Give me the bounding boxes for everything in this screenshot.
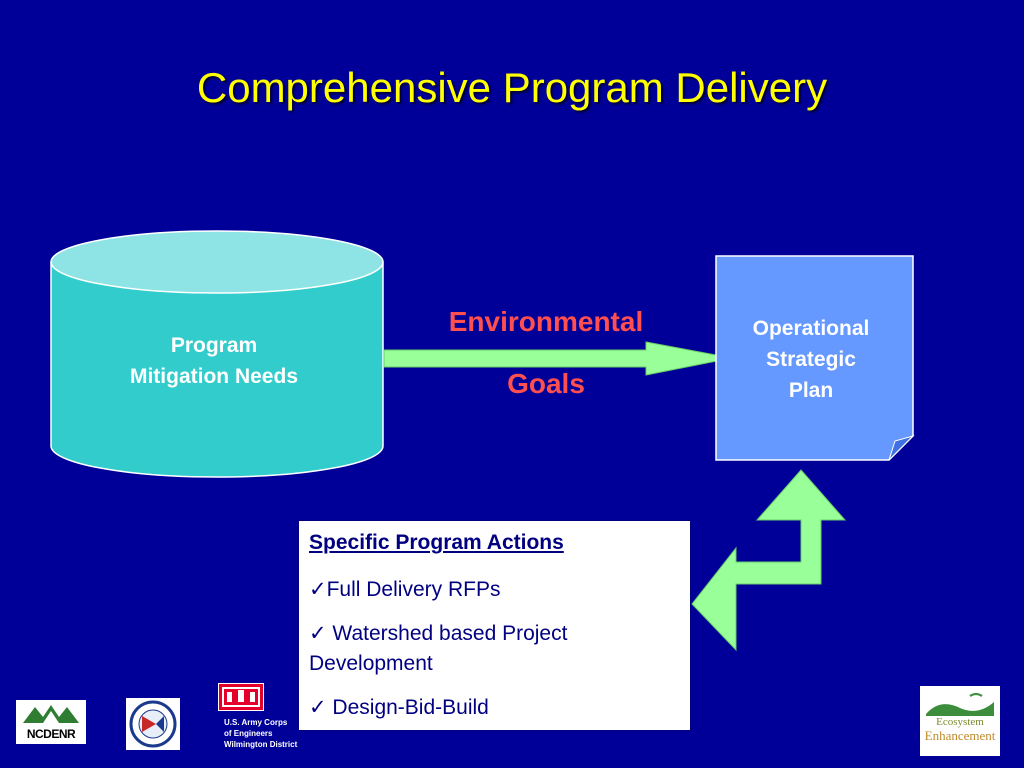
strategic-plan-label: Operational Strategic Plan xyxy=(752,317,870,402)
action-item: ✓Full Delivery RFPs xyxy=(309,578,501,601)
feedback-arrow xyxy=(691,469,847,652)
action-item: ✓ Watershed based Project Development xyxy=(309,622,568,675)
ncdot-seal-icon xyxy=(129,700,177,748)
goals-arrow xyxy=(383,341,733,376)
goals-label: Goals xyxy=(507,368,585,399)
ncdenr-mark-icon xyxy=(23,705,79,723)
usace-castle-icon xyxy=(219,684,263,710)
eep-mark-icon xyxy=(926,693,994,716)
usace-caption: U.S. Army Corps of Engineers Wilmington … xyxy=(224,718,298,749)
usace-logo xyxy=(218,683,264,711)
action-item: ✓ Design-Bid-Build xyxy=(309,696,489,719)
program-needs-label: Program Mitigation Needs xyxy=(129,334,298,388)
ncdot-seal xyxy=(126,698,180,750)
environmental-label: Environmental xyxy=(448,306,644,337)
actions-heading: Specific Program Actions xyxy=(309,531,564,554)
eep-logo: Ecosystem Enhancement xyxy=(920,686,1000,756)
slide-title: Comprehensive Program Delivery xyxy=(196,64,828,111)
program-needs-cylinder xyxy=(50,230,384,478)
ncdenr-logo: NCDENR xyxy=(16,700,86,744)
program-actions-box: Specific Program Actions ✓Full Delivery … xyxy=(298,520,691,731)
strategic-plan-document xyxy=(715,255,915,461)
